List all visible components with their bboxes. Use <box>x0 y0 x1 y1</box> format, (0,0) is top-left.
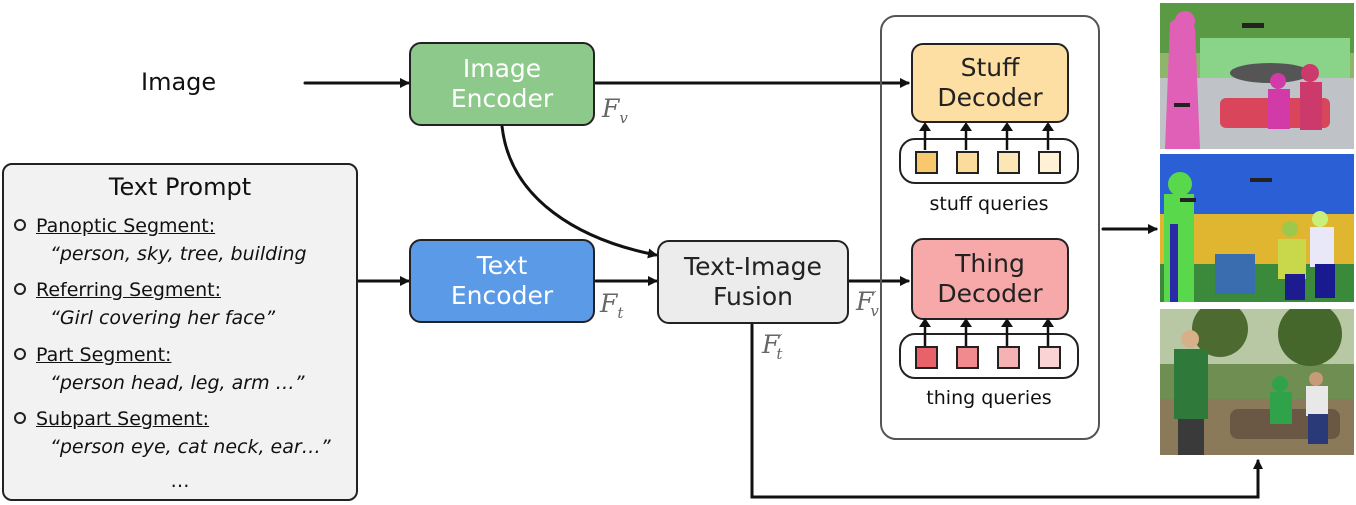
thing-query-3 <box>997 346 1020 369</box>
output-referring-girl-image <box>1160 309 1354 455</box>
prompt-example-referring: “Girl covering her face” <box>50 307 276 329</box>
thing-queries-label: thing queries <box>926 387 1052 409</box>
prompt-item-panoptic: Panoptic Segment: <box>14 215 215 237</box>
text-prompt-panel: Text Prompt Panoptic Segment: “person, s… <box>2 163 358 501</box>
thing-decoder-line1: Thing <box>955 249 1025 278</box>
thing-query-4 <box>1038 346 1061 369</box>
bullet-icon <box>14 347 26 360</box>
stuff-decoder-block: Stuff Decoder <box>911 43 1069 123</box>
stuff-decoder-line2: Decoder <box>937 83 1043 112</box>
feature-ft-prime-label: F′t <box>762 330 783 363</box>
prompt-item-part: Part Segment: <box>14 344 171 366</box>
image-encoder-block: Image Encoder <box>409 42 595 126</box>
thing-decoder-block: Thing Decoder <box>911 238 1069 320</box>
thing-query-arrows <box>919 318 1054 346</box>
stuff-query-3 <box>997 151 1020 174</box>
text-encoder-line2: Encoder <box>450 281 554 310</box>
stuff-decoder-line1: Stuff <box>960 53 1020 82</box>
text-encoder-block: Text Encoder <box>409 239 595 323</box>
stuff-queries-group <box>899 138 1079 184</box>
stuff-query-2 <box>956 151 979 174</box>
stuff-query-4 <box>1038 151 1061 174</box>
stuff-queries-label: stuff queries <box>929 193 1049 215</box>
prompt-example-subpart: “person eye, cat neck, ear…” <box>50 436 331 458</box>
feature-ft-label: Ft <box>600 289 624 322</box>
bullet-icon <box>14 411 26 424</box>
stuff-query-arrows <box>919 122 1054 150</box>
prompt-example-part: “person head, leg, arm …” <box>50 372 305 394</box>
thing-decoder-line2: Decoder <box>937 279 1043 308</box>
thing-query-2 <box>956 346 979 369</box>
arrow-fusion-to-outputs <box>750 323 1263 499</box>
prompt-item-referring: Referring Segment: <box>14 279 221 301</box>
image-encoder-line1: Image <box>462 54 542 83</box>
output-panoptic-image <box>1160 3 1354 149</box>
bullet-icon <box>14 218 26 231</box>
image-input-label: Image <box>141 68 217 96</box>
feature-fv-label: Fv <box>602 94 628 127</box>
bullet-icon <box>14 282 26 295</box>
arrow-image-encoder-to-fusion <box>500 124 658 259</box>
prompt-example-panoptic: “person, sky, tree, building <box>50 243 307 265</box>
prompt-ellipsis: … <box>170 470 190 492</box>
thing-queries-group <box>899 333 1079 379</box>
stuff-query-1 <box>915 151 938 174</box>
text-prompt-title: Text Prompt <box>108 173 252 201</box>
text-encoder-line1: Text <box>476 251 528 280</box>
image-encoder-line2: Encoder <box>450 84 554 113</box>
decoder-group-container <box>880 15 1100 440</box>
feature-fv-prime-label: F′v <box>856 287 879 320</box>
text-image-fusion-block: Text-Image Fusion <box>657 240 849 324</box>
fusion-line1: Text-Image <box>684 252 822 281</box>
prompt-item-subpart: Subpart Segment: <box>14 408 209 430</box>
fusion-line2: Fusion <box>713 282 793 311</box>
thing-query-1 <box>915 346 938 369</box>
output-referring-image <box>1160 154 1354 302</box>
